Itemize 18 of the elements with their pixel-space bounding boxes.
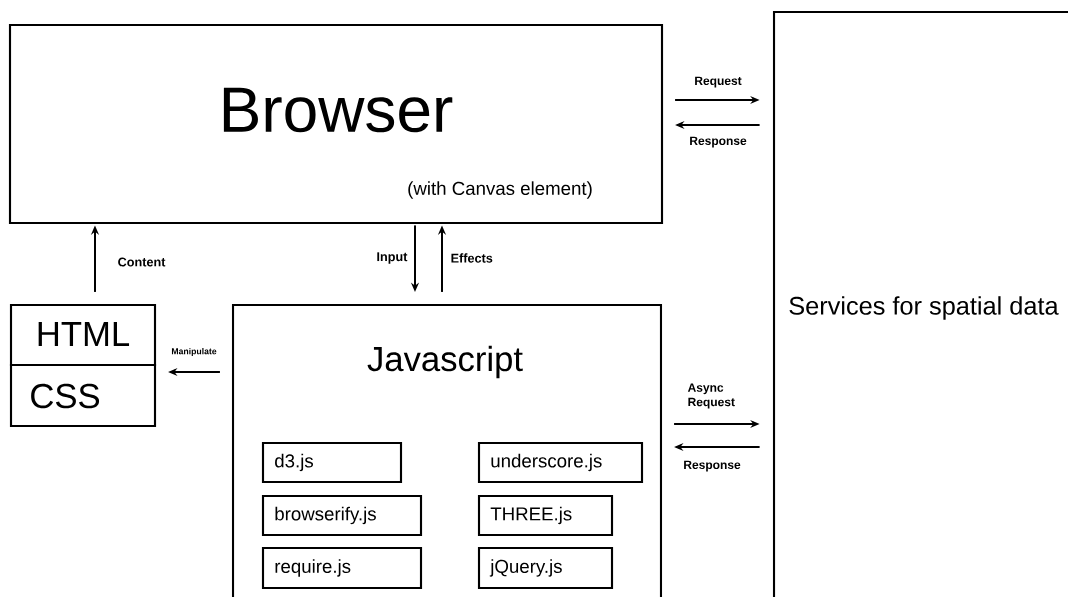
edge-label: Input: [377, 252, 408, 264]
edge-label: Async Request: [687, 383, 735, 409]
library-box: d3.js: [261, 441, 403, 484]
library-box: underscore.js: [477, 441, 644, 484]
edge-label: Effects: [451, 253, 493, 263]
edge-label: Request: [695, 76, 742, 88]
library-box: require.js: [261, 546, 423, 590]
library-box: browserify.js: [261, 494, 423, 537]
html-box: HTML: [9, 303, 157, 367]
css-box: CSS: [9, 363, 157, 428]
edge-label: Response: [684, 460, 741, 472]
library-box: jQuery.js: [477, 546, 614, 590]
edge-label: Content: [118, 257, 166, 267]
browser-box: Browser (with Canvas element): [8, 23, 664, 225]
library-box: THREE.js: [477, 494, 614, 537]
edge-label: Response: [690, 136, 747, 148]
services-box: Services for spatial data: [772, 10, 1068, 597]
edge-label: Manipulate: [171, 347, 217, 357]
